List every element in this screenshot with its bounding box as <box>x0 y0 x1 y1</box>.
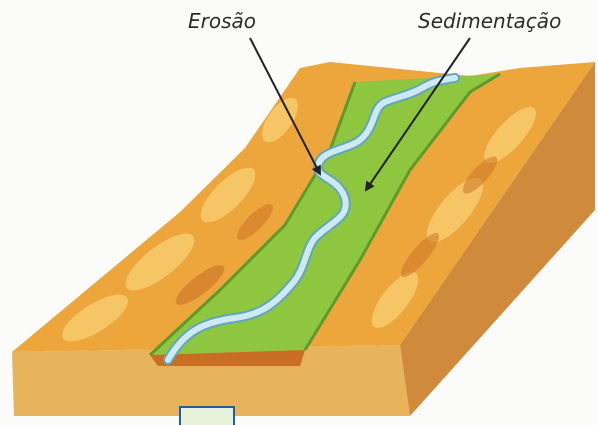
sedimentation-label: Sedimentação <box>418 9 561 33</box>
erosion-label: Erosão <box>188 9 256 33</box>
answer-box[interactable] <box>180 407 234 425</box>
